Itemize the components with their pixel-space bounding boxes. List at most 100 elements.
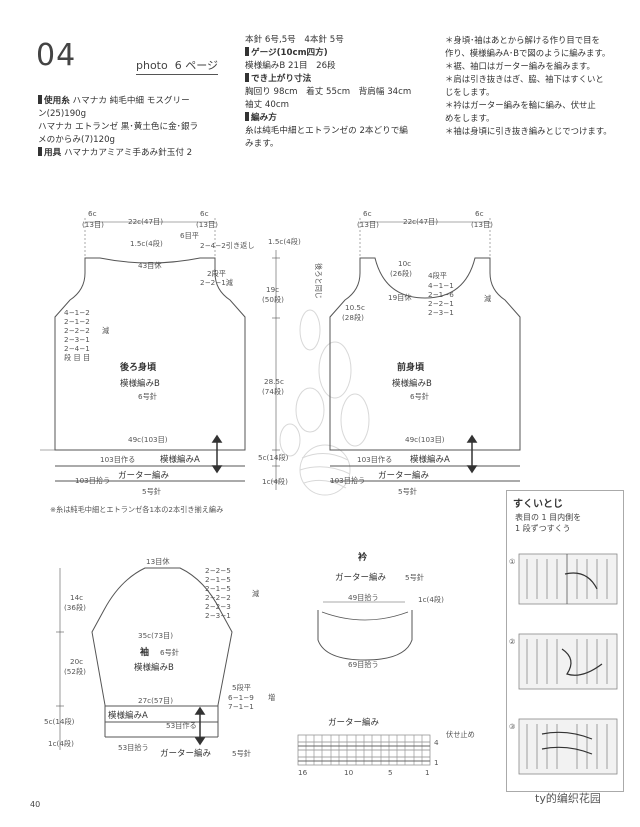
front-neck-step: 2−2−1 <box>428 299 454 308</box>
collar-needle: 5号針 <box>405 573 424 582</box>
front-garter-needle: 5号針 <box>398 487 417 496</box>
back-neck-rows: 1.5c(4段) <box>130 239 163 248</box>
sleeve-h2: 20c <box>70 657 83 666</box>
front-neck-step: 4−1−1 <box>428 281 454 290</box>
tools-label: 用具 <box>44 148 62 158</box>
back-armhole-step: 4−1−2 <box>64 308 90 317</box>
sleeve-cap-step: 2−2−2 <box>205 593 231 602</box>
collar-title: 衿 <box>358 551 367 563</box>
sleeve-inc-step: 7−1−1 <box>228 702 254 711</box>
materials-block: 使用糸 ハマナカ 純毛中細 モスグリー ン(25)190g ハマナカ エトランゼ… <box>38 95 198 160</box>
method-label: 編み方 <box>251 113 277 123</box>
front-neck-step: 2−3−1 <box>428 308 454 317</box>
photo-label: photo <box>136 59 168 72</box>
panel-title: すくいとじ <box>513 499 563 510</box>
front-neck-flat: 4段平 <box>428 271 447 280</box>
sleeve-pickup: 53目拾う <box>118 743 149 752</box>
panel-step: ① <box>509 557 515 566</box>
sleeve-inc-step: 5段平 <box>232 683 251 692</box>
needles-text: 本針 6号,5号 4本針 5号 <box>245 35 344 45</box>
yarn-ball-watermark <box>279 309 370 496</box>
collar-rows: 1c(4段) <box>418 595 444 604</box>
back-chest: 49c(103目) <box>128 435 168 444</box>
method-text: みます。 <box>245 139 279 149</box>
panel-illustrations: ① ② ③ <box>509 553 618 775</box>
chart-col: 16 <box>298 768 308 777</box>
chart-col: 5 <box>388 768 393 777</box>
sleeve-h4: 1c(4段) <box>48 739 74 748</box>
note-line: 作り、模様編みA･Bで図のように編みます。 <box>445 48 611 58</box>
chart-row-4: 4 <box>434 738 439 747</box>
sleeve-cap-step: 2−1−5 <box>205 575 231 584</box>
front-neck-depth2-rows: (28段) <box>342 313 364 322</box>
side-dim-body: 28.5c <box>264 377 284 386</box>
front-top-left-sts: (13目) <box>357 220 379 229</box>
photo-reference: photo 6 ページ <box>136 57 219 75</box>
gauge-text: 模様編みB 21目 26段 <box>245 61 336 71</box>
back-arrow <box>211 434 223 474</box>
note-line: ＊肩は引き抜きはぎ、脇、袖下はすくいと <box>445 74 604 84</box>
front-pattern-a: 模様編みA <box>410 454 450 465</box>
yarn-label: 使用糸 <box>44 96 70 106</box>
sleeve-diagram <box>56 567 233 750</box>
front-same-as-back: 後ろと同じ <box>314 263 323 299</box>
back-garter-needle: 5号針 <box>142 487 161 496</box>
collar-total: 69目拾う <box>348 660 379 669</box>
front-needle: 6号針 <box>410 392 429 401</box>
tools-text: ハマナカアミアミ手あみ針玉付 2 <box>63 148 193 158</box>
back-top-left: 6c <box>88 209 97 218</box>
panel-step: ③ <box>509 722 515 731</box>
sleeve-cuff-width: 27c(57目) <box>138 696 173 705</box>
size-text: 袖丈 40cm <box>245 100 289 110</box>
back-pickup: 103目拾う <box>75 476 110 485</box>
back-armhole-step: 2−3−1 <box>64 335 90 344</box>
sleeve-cast-on: 53目作る <box>166 721 197 730</box>
front-neck-dec: 減 <box>484 294 491 303</box>
back-pattern: 模様編みB <box>120 378 160 389</box>
sleeve-garter: ガーター編み <box>160 748 212 759</box>
chart-col: 1 <box>425 768 430 777</box>
front-cast-on: 103目作る <box>357 455 392 464</box>
size-label: でき上がり寸法 <box>251 74 312 84</box>
gauge-label: ゲージ(10cm四方) <box>251 48 328 58</box>
gauge-heading: ゲージ(10cm四方) <box>245 47 411 60</box>
yarn-line: ハマナカ エトランゼ 黒･黄土色に金･銀ラ <box>38 122 199 132</box>
front-neck-step: 2−1−6 <box>428 290 454 299</box>
notes-block: ＊身頃･袖はあとから解ける作り目で目を 作り、模様編みA･Bで図のように編みます… <box>445 34 612 138</box>
note-line: ＊衿はガーター編みを輪に編み、伏せ止 <box>445 100 596 110</box>
photo-page: 6 <box>174 59 182 72</box>
back-top-right-sts: (13目) <box>196 220 218 229</box>
method-text: 糸は純毛中細とエトランゼの 2本どりで編 <box>245 126 408 136</box>
page-number: 40 <box>30 800 41 809</box>
panel-step: ② <box>509 637 515 646</box>
sleeve-cap-step: 2−3−1 <box>205 611 231 620</box>
front-pattern: 模様編みB <box>392 378 432 389</box>
sleeve-h2-rows: (52段) <box>64 667 86 676</box>
front-top-mid: 22c(47目) <box>403 217 438 226</box>
side-dim-body-rows: (74段) <box>262 387 284 396</box>
sleeve-inc-step: 6−1−9 <box>228 693 254 702</box>
back-garter: ガーター編み <box>118 470 170 481</box>
sleeve-h3: 5c(14段) <box>44 717 75 726</box>
tools-row: 用具 ハマナカアミアミ手あみ針玉付 2 <box>38 147 198 160</box>
front-pickup: 103目拾う <box>330 476 365 485</box>
sleeve-width: 35c(73目) <box>138 631 173 640</box>
back-armhole-dec: 減 <box>102 326 109 335</box>
front-top-left: 6c <box>363 209 372 218</box>
front-chest: 49c(103目) <box>405 435 445 444</box>
back-top-mid: 22c(47目) <box>128 217 163 226</box>
sleeve-cap-step: 2−2−5 <box>205 566 231 575</box>
back-pattern-a: 模様編みA <box>160 454 200 465</box>
footnote: ※糸は純毛中細とエトランゼ各1本の2本引き揃え編み <box>50 505 223 514</box>
back-armhole-legend: 段 目 目 <box>64 353 90 362</box>
front-neck-depth2: 10.5c <box>345 303 365 312</box>
back-top-right: 6c <box>200 209 209 218</box>
front-neck-rest: 19目休 <box>388 293 412 302</box>
back-neck-flat: 6目平 <box>180 231 199 240</box>
sleeve-h1-rows: (36段) <box>64 603 86 612</box>
specs-block: 本針 6号,5号 4本針 5号 ゲージ(10cm四方) 模様編みB 21目 26… <box>245 34 411 151</box>
note-line: めをします。 <box>445 113 495 123</box>
sleeve-cap-step: 2−2−3 <box>205 602 231 611</box>
yarn-line: ハマナカ 純毛中細 モスグリー <box>72 96 190 106</box>
back-neck-short-rows: 2−4−2引き返し <box>200 241 255 250</box>
